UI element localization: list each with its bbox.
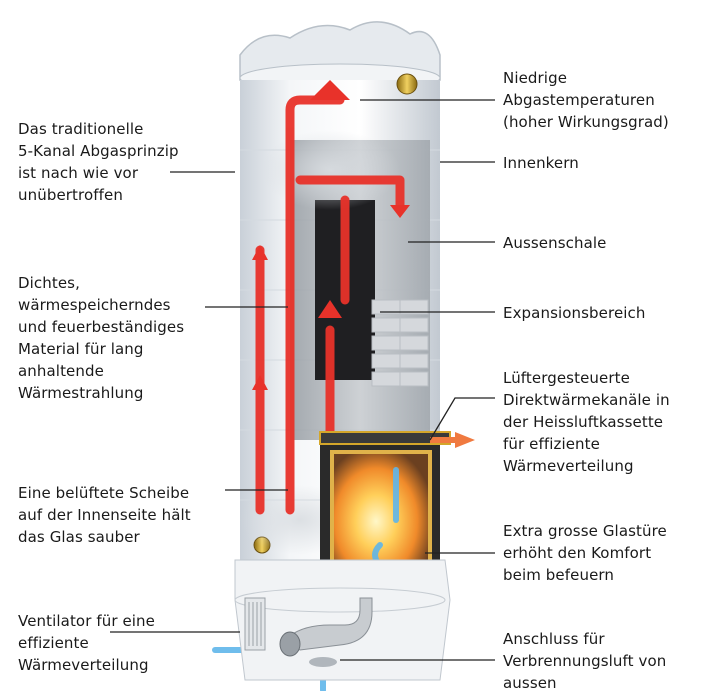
label-glass-door: Extra grosse Glastüre erhöht den Komfort… <box>503 520 667 586</box>
fan-grille <box>245 598 265 650</box>
label-exhaust-temp: Niedrige Abgastemperaturen (hoher Wirkun… <box>503 67 669 133</box>
brass-knob-top <box>397 74 417 94</box>
label-ventilated-pane: Eine belüftete Scheibe auf der Innenseit… <box>18 482 191 548</box>
label-inner-core: Innenkern <box>503 152 579 174</box>
label-outer-shell: Aussenschale <box>503 232 607 254</box>
label-expansion: Expansionsbereich <box>503 302 646 324</box>
label-fan-channels: Lüftergesteuerte Direktwärmekanäle in de… <box>503 367 670 477</box>
label-material: Dichtes, wärmespeicherndes und feuerbest… <box>18 272 184 404</box>
label-five-channel: Das traditionelle 5-Kanal Abgasprinzip i… <box>18 118 179 206</box>
stove-base <box>235 560 450 680</box>
label-combustion-air: Anschluss für Verbrennungsluft von ausse… <box>503 628 666 694</box>
glass-door <box>332 452 430 578</box>
label-fan: Ventilator für eine effiziente Wärmevert… <box>18 610 155 676</box>
